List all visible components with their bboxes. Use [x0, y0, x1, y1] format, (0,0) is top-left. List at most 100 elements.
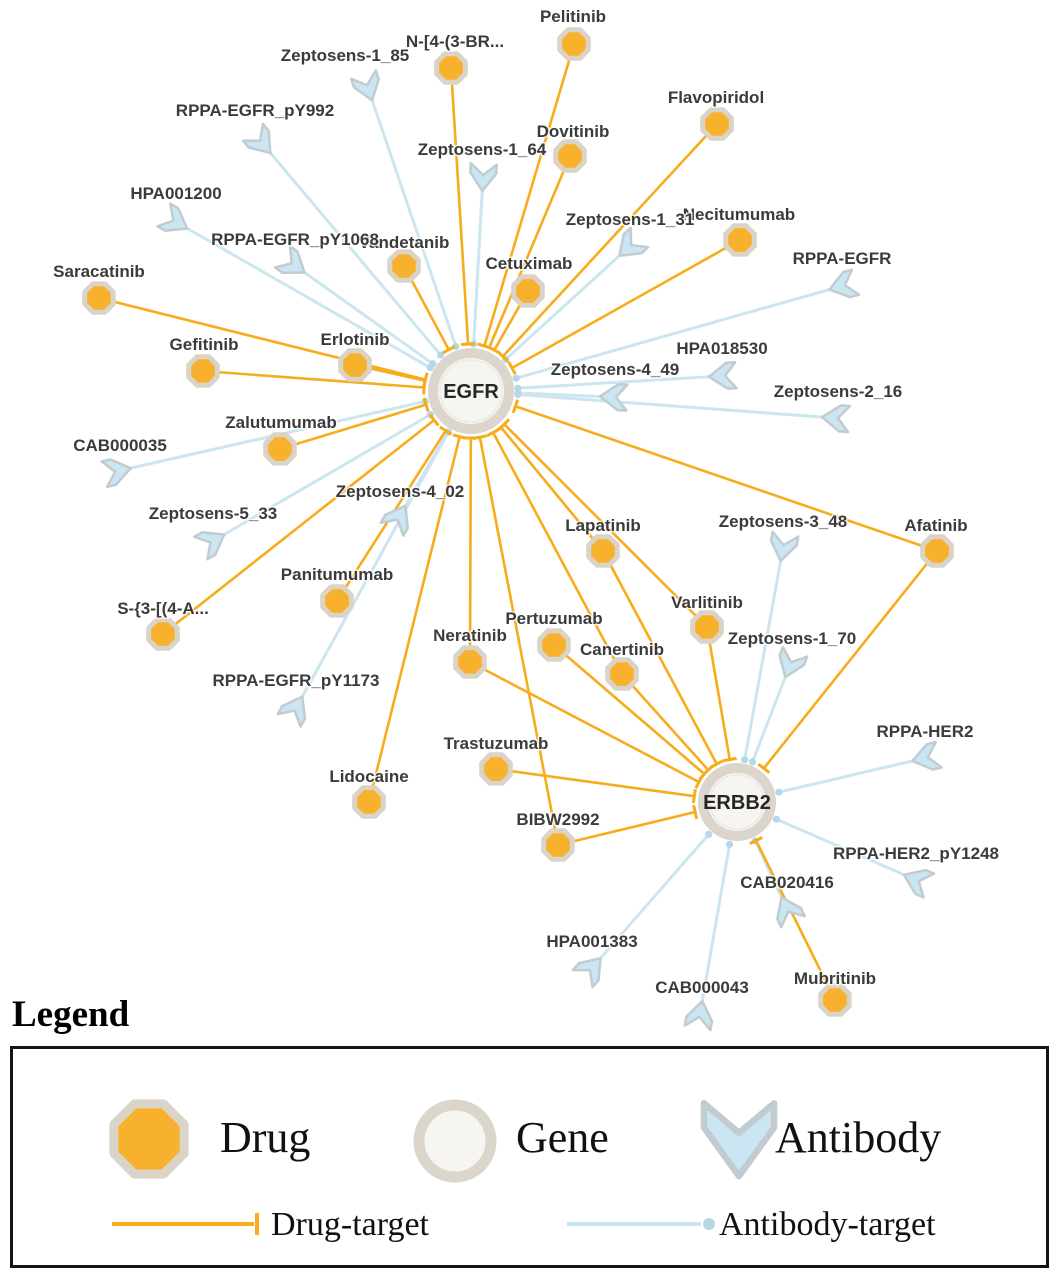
drug-node	[537, 628, 571, 662]
drug-node	[479, 752, 513, 786]
antibody-target-edge	[212, 413, 432, 543]
antibody-node	[911, 740, 943, 771]
edge-tee	[428, 413, 440, 427]
antibody-target-edge	[517, 374, 723, 390]
node-label: RPPA-EGFR_pY992	[176, 101, 334, 120]
node-label: Neratinib	[433, 626, 507, 645]
drug-node	[700, 107, 734, 141]
antibody-node	[379, 504, 410, 537]
edge-tee	[692, 804, 699, 820]
antibody-target-edge	[293, 263, 434, 365]
edge-dot	[772, 815, 781, 823]
drug-target-edge	[553, 644, 706, 775]
network-graph: EGFRERBB2PelitinibN-[4-(3-BR...Dovitinib…	[52, 6, 1000, 1032]
node-label: N-[4-(3-BR...	[406, 32, 504, 51]
edge-tee	[757, 762, 771, 774]
drug-target-edge	[488, 155, 572, 349]
gene-circle-shape	[413, 1099, 497, 1183]
antibody-target-legend-label: Antibody-target	[719, 1206, 936, 1243]
drug-target-edge	[478, 436, 560, 846]
drug-target-edge	[515, 405, 938, 553]
antibody-node	[100, 458, 132, 489]
node-label: Flavopiridol	[668, 88, 764, 107]
antibody-node	[707, 360, 738, 390]
edge-dot	[437, 351, 445, 359]
edge-dot	[741, 756, 749, 764]
legend-box: Drug Gene Antibody Drug-target Antibody-…	[10, 1046, 1049, 1268]
edge-dot	[726, 840, 734, 849]
node-label: Panitumumab	[281, 565, 393, 584]
antibody-node	[571, 956, 602, 989]
antibody-node	[769, 530, 800, 563]
node-label: Zeptosens-5_33	[149, 504, 278, 523]
node-label: Zeptosens-4_49	[551, 360, 680, 379]
node-label: Pertuzumab	[505, 609, 602, 628]
node-label: HPA001383	[546, 932, 637, 951]
edge-tee	[486, 427, 501, 438]
drug-target-edge	[279, 403, 427, 451]
node-label: Zeptosens-2_16	[774, 382, 903, 401]
drug-target-edge-icon	[112, 1213, 259, 1235]
edge-tee	[438, 425, 453, 436]
drug-node	[320, 584, 354, 618]
node-label: Zeptosens-1_85	[281, 46, 410, 65]
edge-tee	[698, 767, 711, 781]
node-label: Dovitinib	[537, 122, 610, 141]
drug-icon	[109, 1099, 189, 1179]
antibody-node	[828, 268, 861, 299]
edge-tee	[498, 418, 511, 431]
drug-target-edge	[468, 437, 473, 663]
node-label: RPPA-EGFR	[793, 249, 892, 268]
antibody-node	[776, 895, 806, 929]
drug-node	[146, 617, 180, 651]
antibody-node	[618, 226, 650, 257]
drug-target-edge	[162, 419, 435, 636]
node-label: Zeptosens-3_48	[719, 512, 848, 531]
node-label: Cetuximab	[486, 254, 573, 273]
node-label: Canertinib	[580, 640, 664, 659]
antibody-target-edge	[698, 844, 732, 1015]
antibody-node	[902, 868, 936, 899]
antibody-edge-dot	[703, 1218, 715, 1230]
drug-node	[818, 983, 852, 1017]
drug-node	[352, 785, 386, 819]
gene-label: EGFR	[443, 381, 499, 403]
edge-tee	[511, 399, 520, 414]
drug-node	[557, 27, 591, 61]
node-label: Pelitinib	[540, 7, 606, 26]
drug-target-edge	[495, 767, 695, 798]
node-label: RPPA-HER2_pY1248	[833, 844, 999, 863]
edge-tee	[749, 836, 763, 845]
node-label: Erlotinib	[321, 330, 390, 349]
drug-node	[605, 657, 639, 691]
edge-tee	[507, 361, 517, 375]
edge-dot	[775, 788, 783, 796]
drug-target-edge	[483, 43, 576, 347]
gene-node-inner-ring	[439, 359, 503, 423]
antibody-node	[241, 122, 272, 155]
node-label: Zalutumumab	[225, 413, 336, 432]
drug-target-edge	[491, 431, 624, 675]
gene-node-inner-ring	[709, 774, 765, 830]
node-label: Lapatinib	[565, 516, 641, 535]
node-label: Afatinib	[904, 516, 967, 535]
antibody-node	[598, 382, 629, 412]
antibody-target-edge	[294, 431, 450, 709]
antibody-node	[193, 531, 226, 561]
node-label: Zeptosens-1_64	[418, 140, 547, 159]
node-label: Lidocaine	[329, 767, 408, 786]
node-label: Necitumumab	[683, 205, 795, 224]
drug-target-edge	[601, 550, 718, 765]
node-label: RPPA-EGFR_pY1068	[211, 230, 379, 249]
antibody-node	[469, 162, 499, 193]
edge-dot	[705, 830, 713, 839]
antibody-target-edge	[778, 756, 926, 794]
antibody-target-edge	[751, 664, 792, 763]
antibody-node	[683, 999, 714, 1032]
drug-target-edge	[557, 810, 696, 847]
node-label: CAB000043	[655, 978, 749, 997]
edge-dot	[514, 390, 522, 399]
edge-tee	[472, 434, 487, 440]
drug-target-edge	[367, 436, 461, 803]
